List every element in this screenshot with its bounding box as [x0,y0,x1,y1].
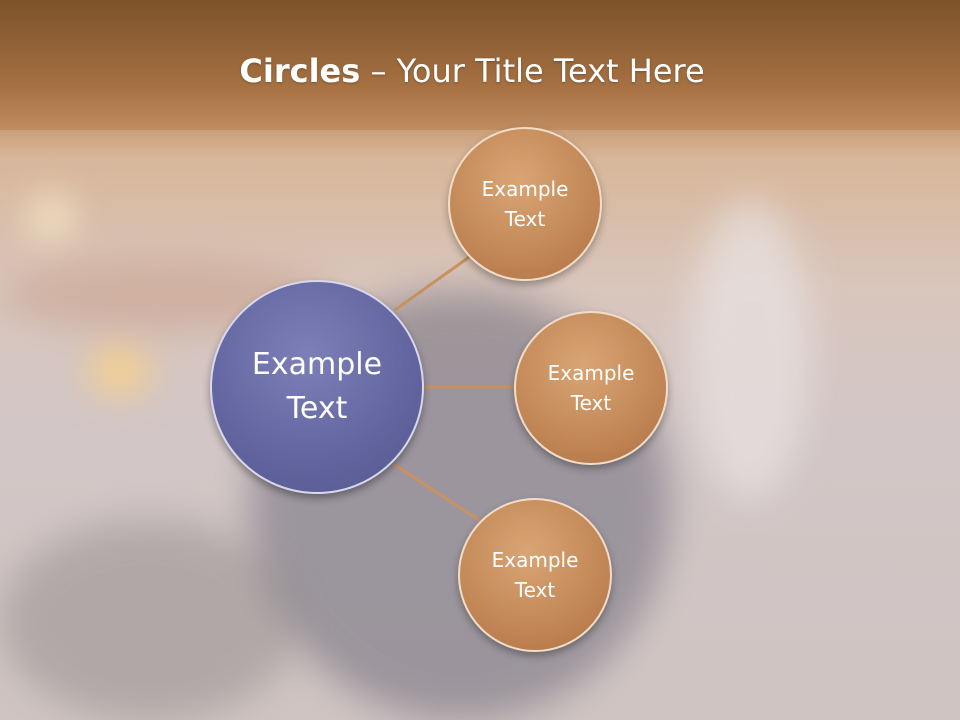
center-circle-label: Example Text [251,347,383,426]
satellite-label: Example Text [547,361,635,415]
satellite-circle-top[interactable]: Example Text [448,127,602,281]
satellite-label: Example Text [481,177,569,231]
satellite-label: Example Text [491,548,579,602]
center-circle[interactable]: Example Text [210,280,424,494]
window-light [690,200,810,500]
satellite-circle-bottom[interactable]: Example Text [458,498,612,652]
slide-title: Circles – Your Title Text Here [0,52,944,90]
dashboard-shadow [0,520,300,720]
title-bold: Circles [239,52,361,90]
title-rest: – Your Title Text Here [360,52,705,90]
header-band [0,0,960,130]
connector-bottom [394,463,483,524]
bokeh-light [28,195,74,241]
connector-top [394,253,473,312]
satellite-circle-middle[interactable]: Example Text [514,311,668,465]
bokeh-light [90,345,150,395]
